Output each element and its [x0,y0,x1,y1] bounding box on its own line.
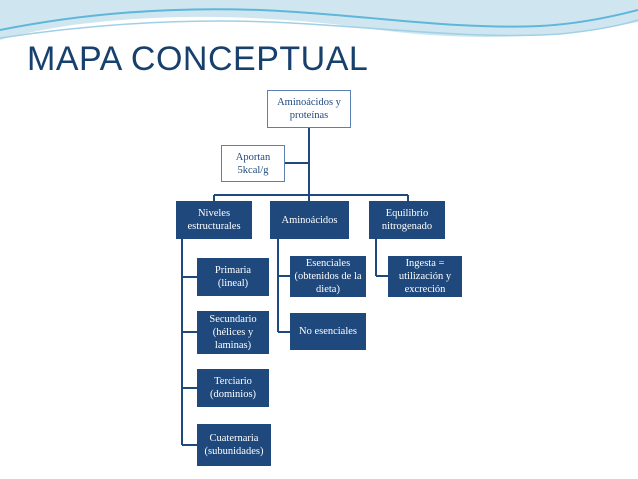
node-no-esenciales: No esenciales [290,313,366,350]
branch-niveles-estructurales: Niveles estructurales [176,201,252,239]
branch-equilibrio-nitrogenado: Equilibrio nitrogenado [369,201,445,239]
node-esenciales: Esenciales (obtenidos de la dieta) [290,256,366,297]
branch-aminoacidos: Aminoácidos [270,201,349,239]
node-cuaternaria: Cuaternaria (subunidades) [197,424,271,466]
node-secundario: Secundario (hélices y laminas) [197,311,269,354]
energy-note-box: Aportan 5kcal/g [221,145,285,182]
root-concept-box: Aminoácidos y proteínas [267,90,351,128]
header-wave-decoration [0,0,638,40]
slide-title: MAPA CONCEPTUAL [27,40,369,78]
node-ingesta: Ingesta = utilización y excreción [388,256,462,297]
node-terciario: Terciario (dominios) [197,369,269,407]
node-primaria: Primaria (lineal) [197,258,269,296]
